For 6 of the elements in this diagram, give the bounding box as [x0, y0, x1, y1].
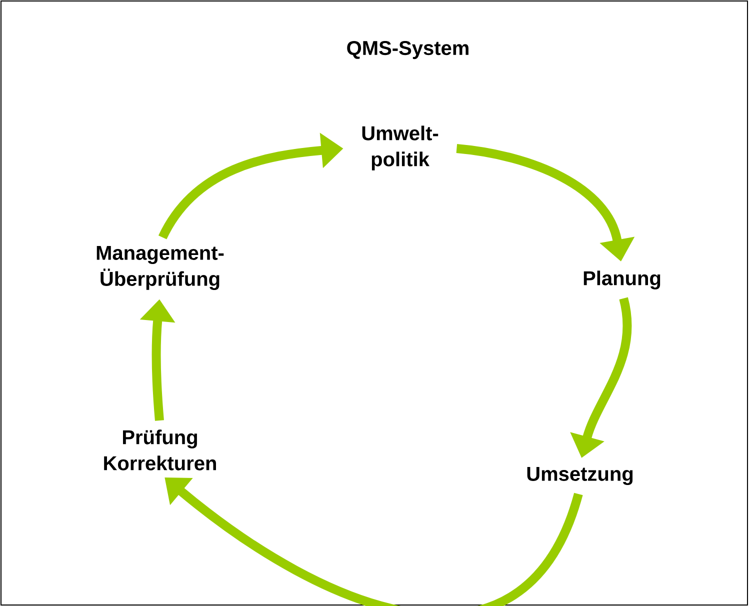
stage-label: Planung — [584, 270, 660, 290]
stage-label: Prüfung Korrekturen — [104, 430, 216, 470]
title: QMS-System — [347, 40, 468, 60]
stage-label: Umwelt- politik — [362, 126, 438, 170]
stage-label: Umsetzung — [527, 467, 633, 485]
stage-label: Management- Überprüfung — [96, 246, 224, 290]
